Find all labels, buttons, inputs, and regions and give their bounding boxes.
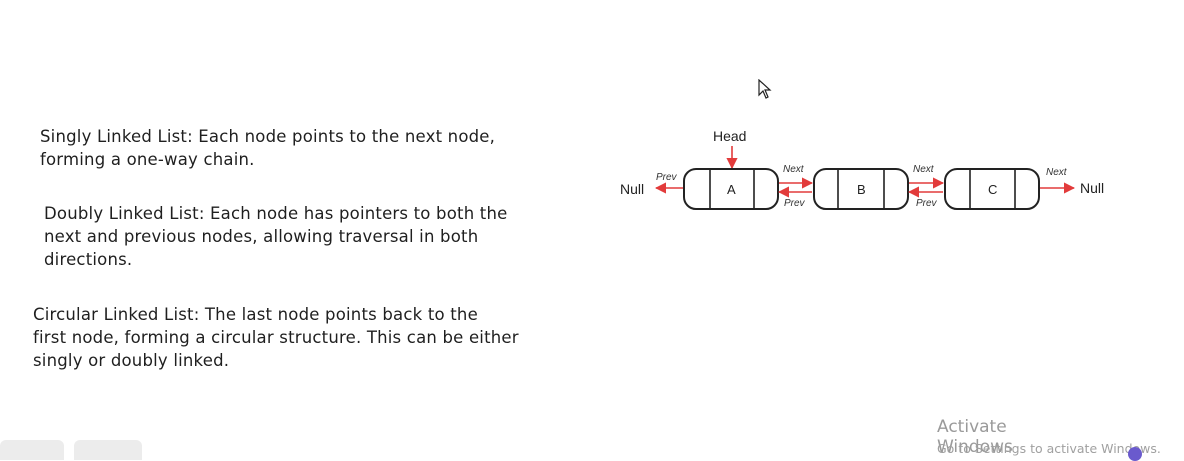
next-label: Next — [783, 164, 805, 175]
bottom-tab[interactable] — [0, 440, 64, 460]
assistant-dot-icon[interactable] — [1128, 447, 1142, 461]
prev-label: Prev — [784, 198, 806, 209]
node-label: B — [857, 182, 866, 197]
node-a: A — [683, 168, 779, 210]
activate-windows-title: Activate Windows — [937, 417, 1013, 457]
node-c: C — [944, 168, 1040, 210]
head-label: Head — [713, 128, 746, 144]
next-label: Next — [1046, 167, 1068, 178]
note-line: first node, forming a circular structure… — [33, 328, 519, 347]
next-label: Next — [913, 164, 935, 175]
activate-windows-subtitle: Go to Settings to activate Windows. — [937, 441, 1161, 456]
note-line: forming a one-way chain. — [40, 150, 255, 169]
note-line: Circular Linked List: The last node poin… — [33, 305, 478, 324]
node-label: C — [988, 182, 997, 197]
prev-label: Prev — [916, 198, 938, 209]
node-b: B — [813, 168, 909, 210]
circular-linked-list-note: Circular Linked List: The last node poin… — [33, 303, 578, 372]
mouse-cursor-icon — [758, 79, 772, 99]
note-line: Doubly Linked List: Each node has pointe… — [44, 204, 508, 223]
prev-label: Prev — [656, 172, 678, 183]
null-left-label: Null — [620, 181, 644, 197]
note-line: Singly Linked List: Each node points to … — [40, 127, 496, 146]
singly-linked-list-note: Singly Linked List: Each node points to … — [40, 125, 560, 171]
note-line: singly or doubly linked. — [33, 351, 230, 370]
null-right-label: Null — [1080, 180, 1104, 196]
doubly-linked-list-note: Doubly Linked List: Each node has pointe… — [44, 202, 564, 271]
note-line: directions. — [44, 250, 133, 269]
bottom-tab[interactable] — [74, 440, 142, 460]
node-label: A — [727, 182, 736, 197]
note-line: next and previous nodes, allowing traver… — [44, 227, 479, 246]
